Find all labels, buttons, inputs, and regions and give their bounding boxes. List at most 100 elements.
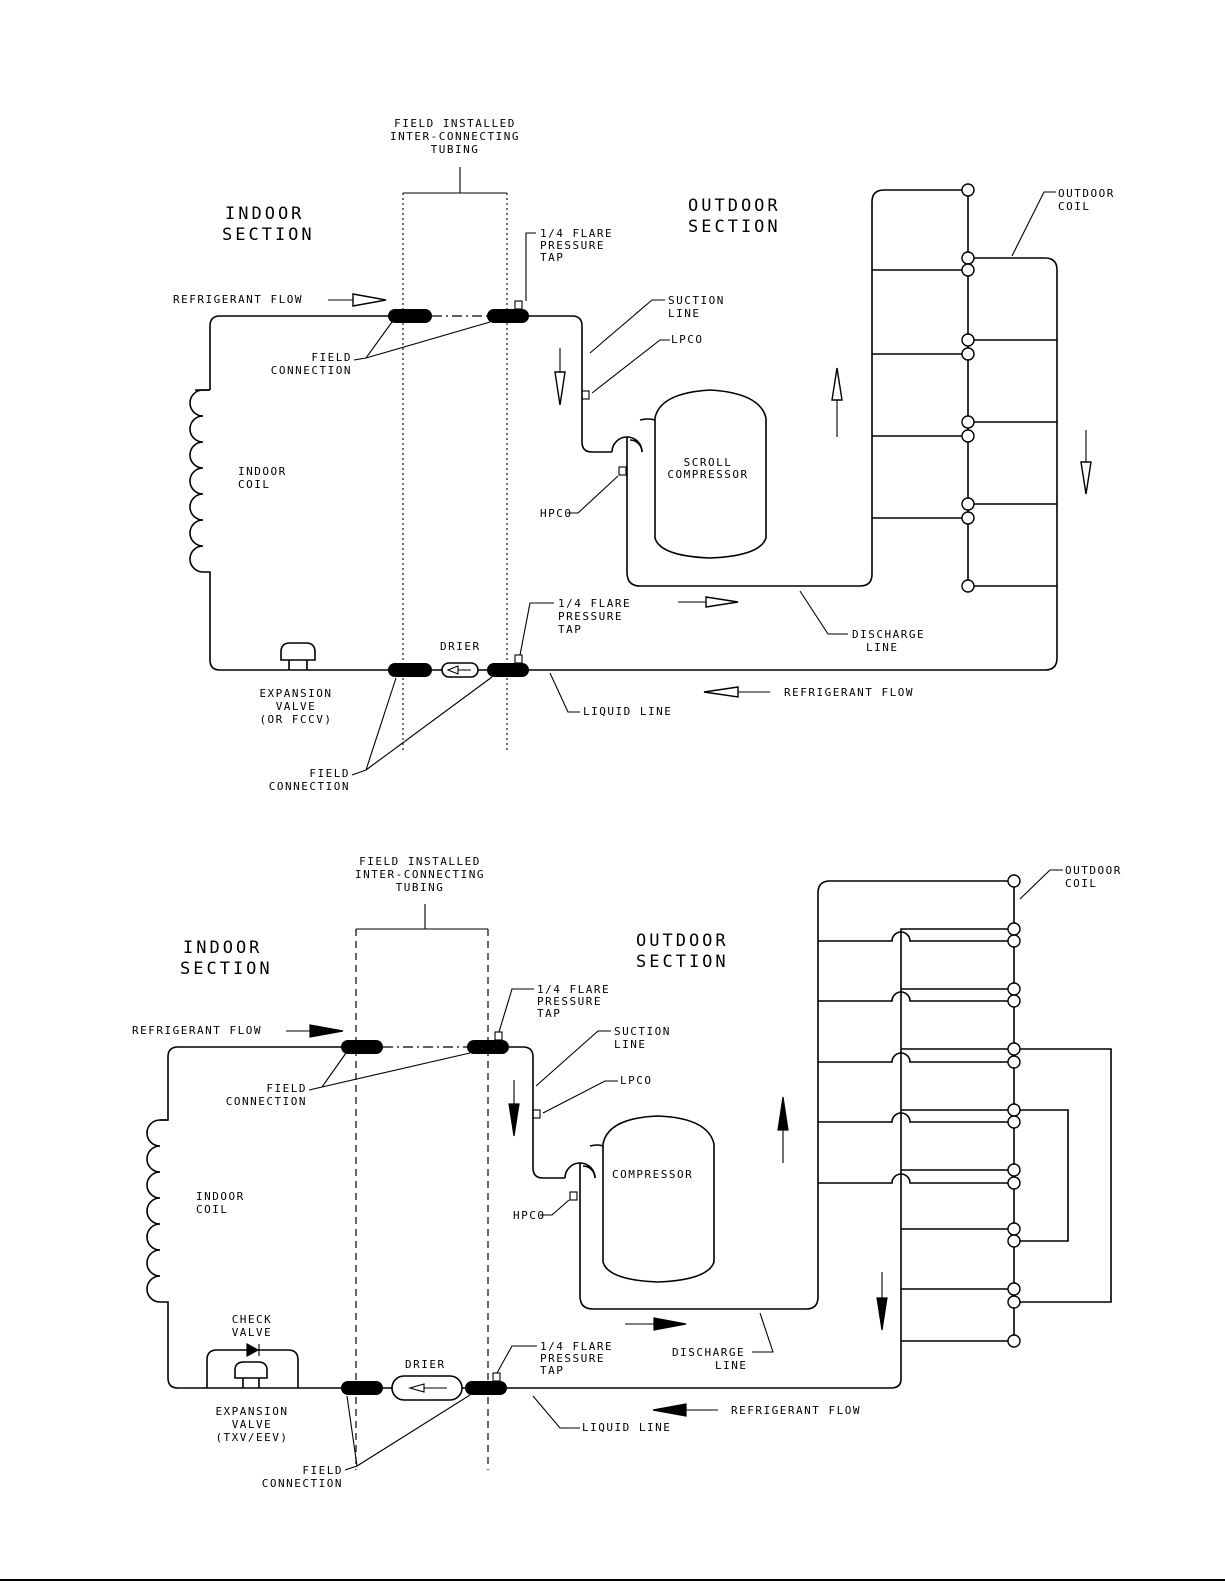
svg-text:INDOOR: INDOOR <box>183 938 262 958</box>
refrigerant-flow-label-top: REFRIGERANT FLOW <box>132 1024 262 1037</box>
svg-text:SECTION: SECTION <box>222 225 315 245</box>
expansion-valve-label: EXPANSION VALVE (OR FCCV) <box>259 687 331 726</box>
discharge-flow-arrow <box>653 1317 687 1331</box>
leader <box>532 1395 580 1429</box>
lpco-label: LPCO <box>620 1074 653 1087</box>
check-valve-bypass <box>206 1349 299 1388</box>
svg-text:SUCTION: SUCTION <box>614 1025 671 1038</box>
compressor-body <box>602 1115 715 1283</box>
indoor-coil <box>146 1119 341 1389</box>
svg-text:CONNECTION: CONNECTION <box>226 1095 307 1108</box>
svg-text:LINE: LINE <box>866 641 899 654</box>
svg-text:INTER-CONNECTING: INTER-CONNECTING <box>390 130 520 143</box>
svg-text:LINE: LINE <box>715 1359 748 1372</box>
outdoor-coil <box>507 874 1112 1389</box>
field-connection-fitting <box>341 1381 383 1395</box>
leader <box>353 321 491 361</box>
flow-arrow-bottom <box>652 1403 687 1417</box>
pressure-tap <box>514 300 523 310</box>
svg-text:INTER-CONNECTING: INTER-CONNECTING <box>355 868 485 881</box>
svg-text:1/4 FLARE: 1/4 FLARE <box>537 983 610 996</box>
svg-text:EXPANSION: EXPANSION <box>215 1405 288 1418</box>
svg-text:INDOOR: INDOOR <box>225 204 304 224</box>
svg-text:(TXV/EEV): (TXV/EEV) <box>215 1431 288 1444</box>
leader <box>351 676 493 776</box>
expansion-valve-label: EXPANSION VALVE (TXV/EEV) <box>215 1405 288 1444</box>
leader <box>567 475 619 514</box>
expansion-valve <box>234 1361 268 1388</box>
svg-text:SECTION: SECTION <box>180 959 273 979</box>
diagram-1: FIELD INSTALLED INTER-CONNECTING TUBING … <box>173 117 1115 793</box>
down-flow-arrow <box>876 1297 888 1331</box>
discharge-pipe <box>611 189 968 587</box>
leader <box>1019 869 1063 900</box>
outdoor-coil-label: OUTDOOR COIL <box>1065 864 1120 890</box>
hpco-label: HPCO <box>540 507 573 520</box>
svg-text:VALVE: VALVE <box>232 1418 273 1431</box>
svg-text:SCROLL: SCROLL <box>684 456 733 469</box>
svg-text:FIELD: FIELD <box>311 351 352 364</box>
leader <box>496 1345 537 1374</box>
discharge-pipe <box>564 880 1014 1310</box>
svg-text:OUTDOOR: OUTDOOR <box>1058 187 1115 200</box>
svg-text:TAP: TAP <box>540 1364 564 1377</box>
field-connection-label-top: FIELD CONNECTION <box>226 1082 307 1108</box>
field-installed-bracket <box>356 904 488 930</box>
field-connection-fitting <box>465 1381 507 1395</box>
leader <box>535 1030 611 1087</box>
flow-arrow-top <box>309 1024 344 1038</box>
svg-text:CHECK: CHECK <box>232 1313 273 1326</box>
discharge-flow-arrow <box>705 596 739 608</box>
field-connection-fitting <box>388 663 432 677</box>
svg-text:PRESSURE: PRESSURE <box>540 1352 605 1365</box>
refrigerant-flow-label-bottom: REFRIGERANT FLOW <box>784 686 914 699</box>
hpco-switch <box>569 1191 578 1201</box>
field-connection-fitting <box>467 1040 509 1054</box>
drier-arrow <box>407 1383 447 1393</box>
suction-line-label: SUCTION LINE <box>668 294 725 320</box>
svg-text:OUTDOOR: OUTDOOR <box>636 931 729 951</box>
svg-text:FIELD: FIELD <box>302 1464 343 1477</box>
svg-text:COMPRESSOR: COMPRESSOR <box>667 468 748 481</box>
svg-text:COIL: COIL <box>196 1203 229 1216</box>
flare-tap-label-top: 1/4 FLARE PRESSURE TAP <box>540 227 612 264</box>
svg-text:OUTDOOR: OUTDOOR <box>688 196 781 216</box>
svg-text:SUCTION: SUCTION <box>668 294 725 307</box>
leader <box>498 988 534 1033</box>
svg-text:INDOOR: INDOOR <box>238 465 287 478</box>
liquid-line-label: LIQUID LINE <box>583 705 672 718</box>
up-flow-arrow <box>777 1096 789 1131</box>
hpco-label: HPCO <box>513 1209 546 1222</box>
flow-arrow-bottom <box>703 686 739 698</box>
compressor-label: SCROLL COMPRESSOR <box>667 456 748 481</box>
svg-text:LINE: LINE <box>668 307 701 320</box>
svg-text:TAP: TAP <box>540 251 564 264</box>
svg-text:PRESSURE: PRESSURE <box>540 239 605 252</box>
svg-text:TAP: TAP <box>537 1007 561 1020</box>
leader <box>344 1394 471 1471</box>
field-connection-fitting <box>341 1040 383 1054</box>
drier-label: DRIER <box>440 640 481 653</box>
flare-tap-label-bottom: 1/4 FLARE PRESSURE TAP <box>540 1340 612 1377</box>
lpco-switch <box>532 1109 541 1119</box>
svg-text:DISCHARGE: DISCHARGE <box>672 1346 745 1359</box>
indoor-coil-label: INDOOR COIL <box>238 465 287 491</box>
field-connection-label-top: FIELD CONNECTION <box>271 351 352 377</box>
field-installed-bracket <box>403 167 507 194</box>
indoor-coil <box>189 389 388 671</box>
pressure-tap <box>494 1031 503 1041</box>
compressor-fitting <box>582 1144 604 1179</box>
outdoor-section-label: OUTDOOR SECTION <box>636 931 729 972</box>
diagram-2: FIELD INSTALLED INTER-CONNECTING TUBING … <box>132 855 1120 1490</box>
svg-text:CONNECTION: CONNECTION <box>269 780 350 793</box>
svg-text:TUBING: TUBING <box>396 881 445 894</box>
leader <box>799 590 848 635</box>
svg-text:SECTION: SECTION <box>688 217 781 237</box>
compressor-body <box>654 389 767 559</box>
leader <box>589 299 665 354</box>
svg-text:FIELD INSTALLED: FIELD INSTALLED <box>359 855 481 868</box>
svg-text:FIELD INSTALLED: FIELD INSTALLED <box>394 117 516 130</box>
drier <box>391 1375 463 1401</box>
